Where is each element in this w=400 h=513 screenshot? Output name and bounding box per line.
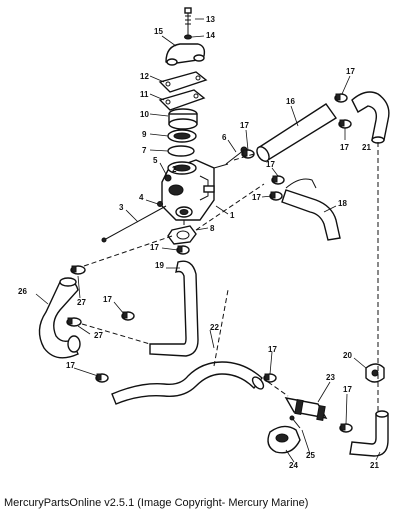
callout-17h: 17 xyxy=(66,361,75,370)
callout-21a: 21 xyxy=(362,143,371,152)
washer-14 xyxy=(184,34,192,40)
callout-17i: 17 xyxy=(268,345,277,354)
callout-8: 8 xyxy=(210,224,215,233)
callout-17d: 17 xyxy=(266,160,275,169)
hose-clamp-17i xyxy=(263,373,277,383)
callout-27b: 27 xyxy=(94,331,103,340)
hose-19 xyxy=(149,260,199,357)
callout-12: 12 xyxy=(140,72,149,81)
leader-lines xyxy=(35,18,381,463)
callout-17c: 17 xyxy=(340,143,349,152)
callout-13: 13 xyxy=(206,15,215,24)
callout-15: 15 xyxy=(154,27,163,36)
callout-labels: 13 14 15 12 11 10 9 7 6 5 4 3 1 8 2 16 1… xyxy=(18,15,379,470)
gasket-12 xyxy=(158,71,208,93)
callout-20: 20 xyxy=(343,351,352,360)
elbow-hose-21-upper xyxy=(351,91,390,144)
bolt-13 xyxy=(184,7,192,36)
callout-9: 9 xyxy=(142,130,147,139)
hose-22 xyxy=(111,361,265,405)
thermostat-10 xyxy=(168,108,198,130)
callout-21b: 21 xyxy=(370,461,379,470)
hose-clamp-17g xyxy=(121,311,135,321)
callout-7: 7 xyxy=(142,146,147,155)
bracket-24 xyxy=(267,425,301,454)
callout-27a: 27 xyxy=(77,298,86,307)
callout-16: 16 xyxy=(286,97,295,106)
gasket-11 xyxy=(158,89,206,111)
elbow-15 xyxy=(165,43,206,66)
callout-17a: 17 xyxy=(346,67,355,76)
stud-3 xyxy=(101,205,167,243)
callout-26: 26 xyxy=(18,287,27,296)
callout-19: 19 xyxy=(155,261,164,270)
callout-17f: 17 xyxy=(150,243,159,252)
hose-16 xyxy=(256,103,338,162)
callout-4: 4 xyxy=(139,193,144,202)
hose-clamp-17b xyxy=(338,119,352,129)
hose-clamp-17d xyxy=(271,175,285,185)
parts-diagram: 13 14 15 12 11 10 9 7 6 5 4 3 1 8 2 16 1… xyxy=(18,7,390,470)
thermostat-housing-1 xyxy=(161,159,229,221)
callout-24: 24 xyxy=(289,461,298,470)
callout-23: 23 xyxy=(326,373,335,382)
callout-6: 6 xyxy=(222,133,227,142)
callout-25: 25 xyxy=(306,451,315,460)
hose-21-lower xyxy=(349,410,389,457)
callout-10: 10 xyxy=(140,110,149,119)
callout-14: 14 xyxy=(206,31,215,40)
hose-clamp-17f xyxy=(176,245,190,255)
hose-clamp-17a xyxy=(334,93,348,103)
image-caption: MercuryPartsOnline v2.5.1 (Image Copyrig… xyxy=(4,497,309,509)
hose-clamp-27b xyxy=(66,317,82,327)
plug-5 xyxy=(164,174,172,182)
screw-25 xyxy=(289,415,301,429)
pin-4 xyxy=(157,201,163,207)
callout-5: 5 xyxy=(153,156,158,165)
callout-17e: 17 xyxy=(252,193,261,202)
callout-18: 18 xyxy=(338,199,347,208)
clamp-20 xyxy=(365,363,385,383)
hose-26 xyxy=(38,277,81,359)
callout-3: 3 xyxy=(119,203,124,212)
callout-17b: 17 xyxy=(240,121,249,130)
callout-1: 1 xyxy=(230,211,235,220)
callout-2: 2 xyxy=(172,165,177,174)
seal-9 xyxy=(167,129,197,143)
fitting-23 xyxy=(284,397,328,421)
o-ring-7 xyxy=(167,145,195,157)
callout-17g: 17 xyxy=(103,295,112,304)
gasket-8 xyxy=(167,225,197,245)
hose-clamp-17j xyxy=(339,423,353,433)
callout-11: 11 xyxy=(140,90,149,99)
callout-22: 22 xyxy=(210,323,219,332)
hose-18 xyxy=(281,178,341,241)
hose-clamp-27a xyxy=(70,265,86,275)
connection-lines xyxy=(81,142,379,412)
hose-clamp-17h xyxy=(95,373,109,383)
callout-17j: 17 xyxy=(343,385,352,394)
